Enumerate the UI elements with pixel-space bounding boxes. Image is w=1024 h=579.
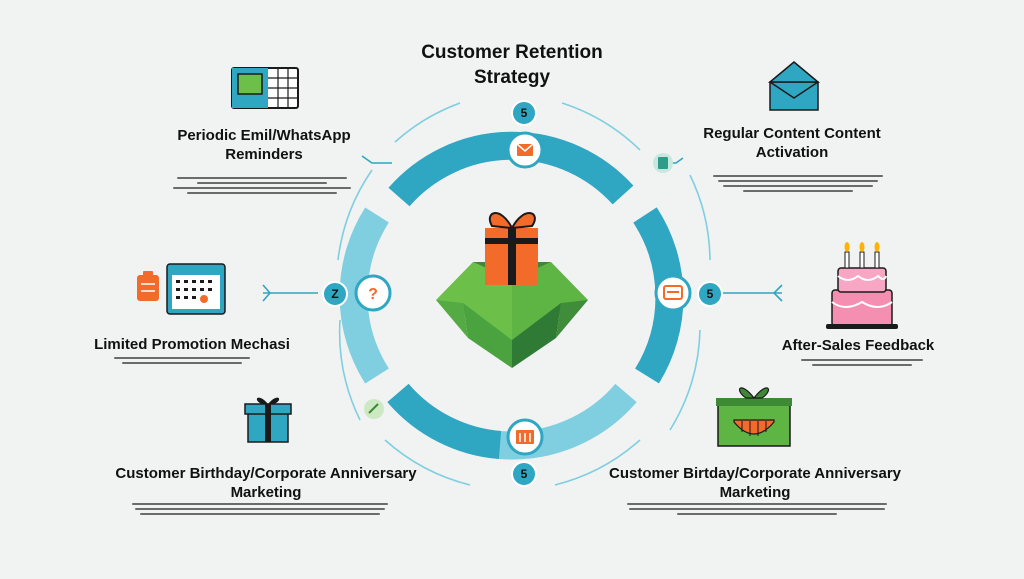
ring-left xyxy=(339,207,389,384)
page-title: Customer Retention Strategy xyxy=(362,40,662,90)
desc-limited xyxy=(112,354,252,367)
clipboard-icon xyxy=(137,271,159,301)
label-regular-line-1: Regular Content Content xyxy=(703,125,881,142)
desc-after-sales xyxy=(800,356,924,369)
label-regular-line-2: Activation xyxy=(755,144,829,161)
center-gift-box-icon xyxy=(436,212,588,368)
step-badge-right: 5 xyxy=(697,281,723,307)
desc-birthday-left xyxy=(130,500,390,518)
label-periodic-line-2: Reminders xyxy=(225,146,303,163)
ring-bottom-accent xyxy=(387,383,502,459)
desc-birthday-right xyxy=(626,500,888,518)
outer-orbit xyxy=(337,102,711,486)
label-after-sales: After-Sales Feedback xyxy=(781,337,935,354)
schedule-calendar-icon xyxy=(166,263,226,315)
label-periodic-reminders: Periodic Emil/WhatsApp Reminders xyxy=(140,126,388,164)
step-badge-top: 5 xyxy=(511,100,537,126)
small-icon-dots xyxy=(364,153,673,419)
svg-text:?: ? xyxy=(368,286,378,303)
envelope-icon xyxy=(767,61,821,111)
calendar-icon xyxy=(231,67,299,109)
step-badge-left: Z xyxy=(322,281,348,307)
gift-box-icon xyxy=(716,387,792,447)
step-badge-bottom: 5 xyxy=(511,461,537,487)
label-birthday-left-line-2: Marketing xyxy=(230,484,302,501)
title-line-1: Customer Retention xyxy=(421,42,603,63)
label-birthday-right: Customer Birtday/Corporate Anniversary M… xyxy=(600,464,910,502)
label-birthday-right-line-1: Customer Birtday/Corporate Anniversary xyxy=(608,465,902,482)
gift-icon xyxy=(244,397,292,443)
label-limited-promotion: Limited Promotion Mechasi xyxy=(94,336,290,353)
desc-regular xyxy=(710,172,886,195)
label-regular-content: Regular Content Content Activation xyxy=(682,124,902,162)
desc-periodic xyxy=(172,174,352,197)
label-periodic-line-1: Periodic Emil/WhatsApp xyxy=(177,127,351,144)
title-line-2: Strategy xyxy=(473,67,551,88)
ring-nodes: ? xyxy=(354,131,692,456)
label-birthday-left: Customer Birthday/Corporate Anniversary … xyxy=(108,464,424,502)
label-birthday-left-line-1: Customer Birthday/Corporate Anniversary xyxy=(115,465,417,482)
label-birthday-right-line-2: Marketing xyxy=(719,484,791,501)
cake-icon xyxy=(826,242,898,329)
